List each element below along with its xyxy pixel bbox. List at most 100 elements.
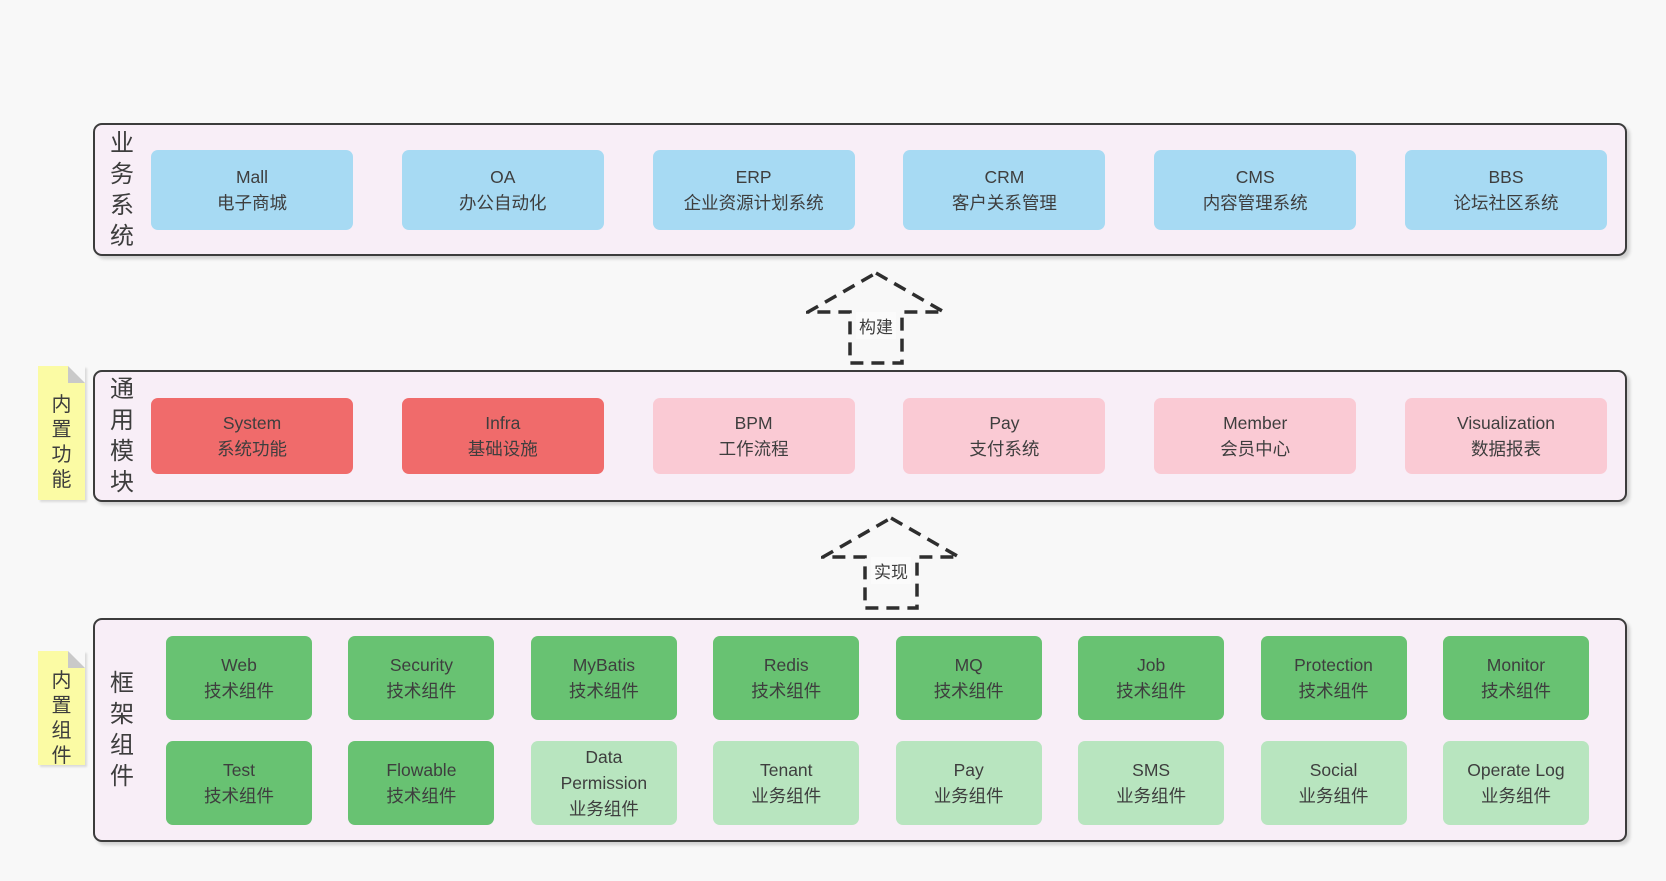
layer-label-modules: 通用模块 [110,376,134,496]
box-desc: 业务组件 [1116,785,1187,806]
box-desc: 技术组件 [1298,680,1369,701]
layer-label-business: 业务系统 [110,129,134,250]
box-security: Security 技术组件 [348,635,495,720]
box-name: Visualization [1457,413,1555,433]
box-name: Infra [485,413,521,433]
box-name: Monitor [1486,654,1546,675]
box-desc: 论坛社区系统 [1453,192,1559,213]
box-social: Social 业务组件 [1260,740,1407,825]
box-desc: 基础设施 [467,439,538,459]
dashed-up-arrow-icon [806,270,946,365]
box-desc: 技术组件 [1480,680,1551,701]
box-desc: 支付系统 [969,439,1040,459]
box-desc: 业务组件 [568,798,639,819]
build-arrow: 构建 [806,270,946,366]
box-flowable: Flowable 技术组件 [348,740,495,825]
box-name: Social [1309,759,1358,780]
box-job: Job 技术组件 [1078,635,1225,720]
component-rows: Web 技术组件 Security 技术组件 MyBatis 技术组件 Redi… [151,635,1607,825]
box-name: Operate Log [1467,759,1565,780]
box-name: BPM [734,413,773,433]
box-erp: ERP 企业资源计划系统 [652,149,855,230]
folded-corner-icon [68,366,85,383]
box-name: Security [389,654,454,675]
box-desc: 技术组件 [568,680,639,701]
box-name: Test [222,759,256,780]
box-redis: Redis 技术组件 [713,635,860,720]
box-desc: 业务组件 [1480,785,1551,806]
arrow-label-implement: 实现 [871,557,911,584]
box-desc: 业务组件 [1298,785,1369,806]
box-name: OA [490,166,516,187]
box-name: Redis [763,654,809,675]
box-desc: 电子商城 [217,192,287,213]
box-name: Pay [953,759,984,780]
box-name: Web [221,654,257,675]
box-data-permission: Data Permission 业务组件 [530,740,677,825]
box-mybatis: MyBatis 技术组件 [530,635,677,720]
box-desc: 数据报表 [1470,439,1541,459]
box-system: System 系统功能 [151,398,353,474]
layer-framework-components: 框架组件 Web 技术组件 Security 技术组件 MyBatis 技术组件… [93,618,1627,842]
box-tenant: Tenant 业务组件 [713,740,860,825]
box-name: CMS [1235,166,1275,187]
box-name: MQ [954,654,983,675]
module-boxes-row: System 系统功能 Infra 基础设施 BPM 工作流程 Pay 支付系统… [151,398,1607,474]
box-name: System [222,413,282,433]
component-boxes-row-1: Web 技术组件 Security 技术组件 MyBatis 技术组件 Redi… [166,635,1589,720]
layer-business-systems: 业务系统 Mall 电子商城 OA 办公自动化 ERP 企业资源计划系统 CRM… [93,123,1627,256]
box-desc: 系统功能 [217,439,287,459]
box-desc: 技术组件 [204,785,274,806]
dashed-up-arrow-icon [821,515,961,610]
box-name: ERP [735,166,772,187]
box-desc: 技术组件 [751,680,822,701]
box-desc: 技术组件 [204,680,274,701]
business-boxes-row: Mall 电子商城 OA 办公自动化 ERP 企业资源计划系统 CRM 客户关系… [151,149,1607,230]
box-name: Pay [989,413,1020,433]
box-name: Mall [235,166,269,187]
sticky-note-builtin-components: 内置组件 [38,651,85,767]
box-desc: 技术组件 [386,680,457,701]
box-bpm: BPM 工作流程 [652,398,855,474]
box-name: Tenant [759,759,813,780]
arrow-label-build: 构建 [856,312,896,339]
box-desc: 办公自动化 [459,192,547,213]
implement-arrow: 实现 [821,515,961,611]
box-pay-component: Pay 业务组件 [895,740,1042,825]
box-desc: 企业资源计划系统 [683,192,824,213]
box-desc: 技术组件 [386,785,457,806]
box-desc: 技术组件 [933,680,1004,701]
box-desc: 工作流程 [718,439,789,459]
box-sms: SMS 业务组件 [1078,740,1225,825]
box-desc: 内容管理系统 [1202,192,1308,213]
box-web: Web 技术组件 [166,635,312,720]
note-text: 内置组件 [51,670,72,767]
box-protection: Protection 技术组件 [1260,635,1407,720]
box-test: Test 技术组件 [166,740,312,825]
box-name: Data Permission [560,746,648,793]
box-mall: Mall 电子商城 [151,149,353,230]
component-boxes-row-2: Test 技术组件 Flowable 技术组件 Data Permission … [166,740,1589,825]
box-name: SMS [1132,759,1171,780]
box-visualization: Visualization 数据报表 [1404,398,1607,474]
box-pay-system: Pay 支付系统 [903,398,1106,474]
box-name: Job [1137,654,1166,675]
box-cms: CMS 内容管理系统 [1154,149,1357,230]
box-operate-log: Operate Log 业务组件 [1442,740,1589,825]
box-desc: 客户关系管理 [951,192,1057,213]
note-text: 内置功能 [51,394,72,491]
box-name: BBS [1488,166,1524,187]
box-desc: 技术组件 [1116,680,1187,701]
box-name: Protection [1294,654,1373,675]
layer-label-components: 框架组件 [110,670,134,790]
box-member: Member 会员中心 [1154,398,1357,474]
box-desc: 会员中心 [1220,439,1291,459]
sticky-note-builtin-features: 内置功能 [38,366,85,500]
box-bbs: BBS 论坛社区系统 [1404,149,1607,230]
box-name: CRM [984,166,1025,187]
box-desc: 业务组件 [751,785,822,806]
box-name: MyBatis [572,654,635,675]
box-crm: CRM 客户关系管理 [903,149,1106,230]
box-desc: 业务组件 [933,785,1004,806]
